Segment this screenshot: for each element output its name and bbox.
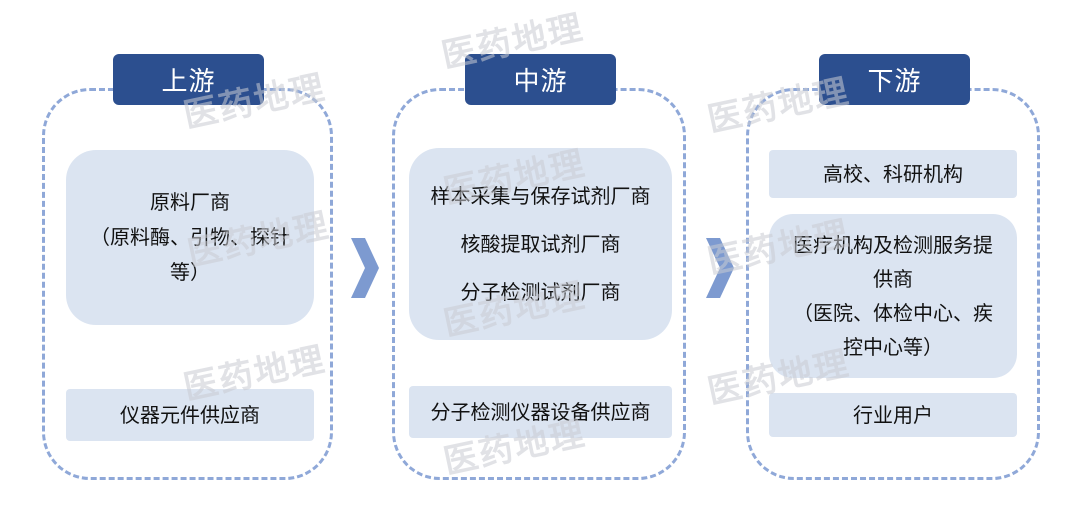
midstream-main-box: 样本采集与保存试剂厂商 核酸提取试剂厂商 分子检测试剂厂商 xyxy=(409,148,672,340)
midstream-main-line: 核酸提取试剂厂商 xyxy=(460,232,621,256)
upstream-main-line: 等） xyxy=(170,260,210,284)
downstream-main-line: 医疗机构及检测服务提 xyxy=(793,233,993,257)
upstream-bottom-box: 仪器元件供应商 xyxy=(66,389,314,441)
upstream-tag: 上游 xyxy=(113,54,264,105)
downstream-main-line: 供商 xyxy=(873,267,913,291)
downstream-main-line: 控中心等） xyxy=(843,335,943,359)
upstream-main-line: 原料厂商 xyxy=(150,190,230,214)
downstream-top-box: 高校、科研机构 xyxy=(769,150,1017,198)
upstream-main-line: （原料酶、引物、探针 xyxy=(90,225,290,249)
downstream-tag: 下游 xyxy=(819,54,970,105)
midstream-main-line: 分子检测试剂厂商 xyxy=(460,280,621,304)
upstream-main-box: 原料厂商 （原料酶、引物、探针 等） xyxy=(66,150,314,325)
midstream-main-line: 样本采集与保存试剂厂商 xyxy=(430,184,651,208)
chevron-right-icon xyxy=(706,238,734,298)
chevron-right-icon xyxy=(351,238,379,298)
midstream-tag: 中游 xyxy=(465,54,616,105)
downstream-bottom-box: 行业用户 xyxy=(769,393,1017,437)
downstream-main-line: （医院、体检中心、疾 xyxy=(793,301,993,325)
midstream-bottom-box: 分子检测仪器设备供应商 xyxy=(409,386,672,438)
downstream-main-box: 医疗机构及检测服务提 供商 （医院、体检中心、疾 控中心等） xyxy=(769,214,1017,378)
